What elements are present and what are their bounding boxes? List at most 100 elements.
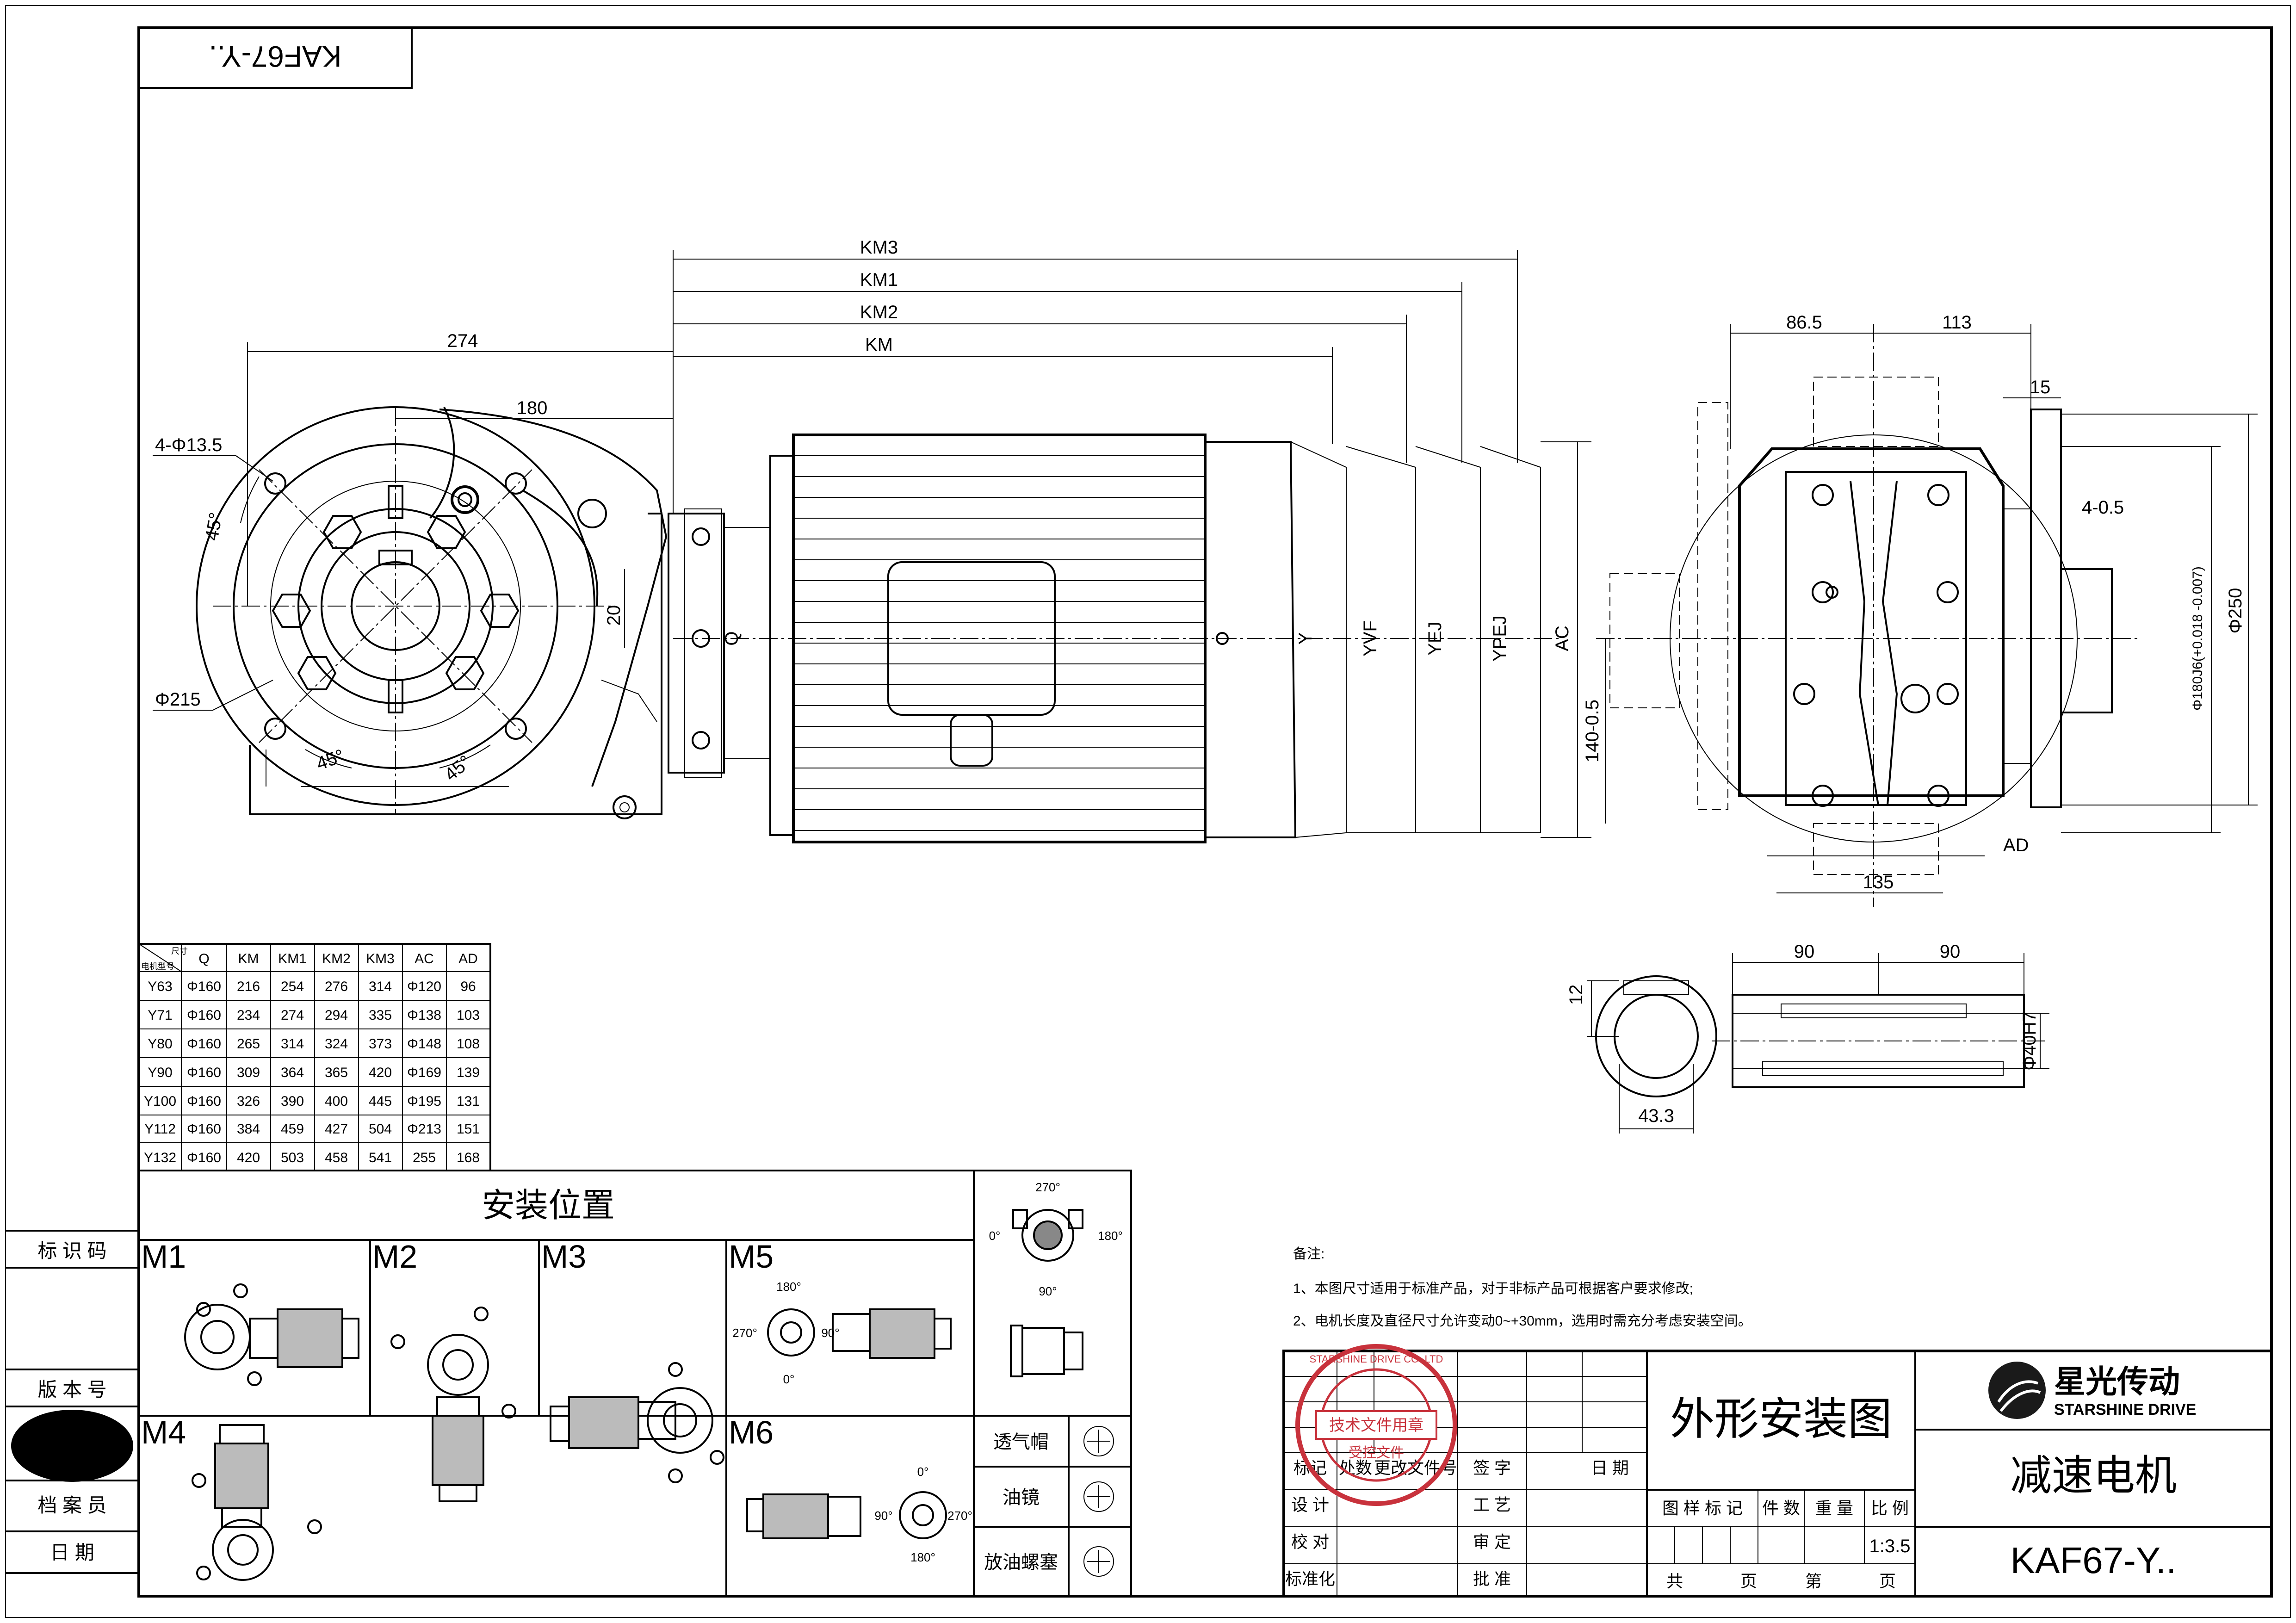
table-cell: 265 [237, 1036, 260, 1052]
table-cell: 276 [325, 979, 348, 994]
m4-sketch [192, 1424, 322, 1581]
table-cell: Y63 [148, 979, 172, 994]
table-cell: Φ160 [187, 1008, 221, 1023]
table-cell: 459 [281, 1121, 304, 1137]
table-cell: Φ160 [187, 1150, 221, 1165]
dim-phi180: Φ180J6(+0.018 -0.007) [2190, 566, 2205, 711]
notes: 备注: 1、本图尺寸适用于标准产品，对于非标产品可根据客户要求修改; 2、电机长… [1293, 1246, 1752, 1329]
table-corner-top: 尺寸 [171, 947, 188, 956]
orientation-sketch [1010, 1209, 1083, 1377]
legend-oil-sight: 油镜 [1003, 1487, 1040, 1508]
table-cell: 139 [457, 1065, 480, 1080]
m3-sketch [550, 1362, 724, 1483]
dim-pcd: Φ215 [155, 689, 201, 710]
dim-90-left: 90 [1794, 942, 1815, 962]
table-cell: Y100 [144, 1094, 176, 1109]
tb-design: 设 计 [1291, 1495, 1329, 1514]
table-cell: 335 [369, 1008, 392, 1023]
table-cell: Y80 [148, 1036, 172, 1052]
m6-angle-top: 0° [917, 1465, 929, 1479]
m6-angle-right: 270° [947, 1509, 972, 1523]
table-cell: Φ160 [187, 1121, 221, 1137]
table-cell: 373 [369, 1036, 392, 1052]
tb-footer-total: 共 [1666, 1572, 1683, 1591]
table-header: AD [458, 951, 478, 966]
product-name: 减速电机 [2010, 1453, 2177, 1499]
label-date: 日 期 [50, 1542, 94, 1563]
table-cell: 314 [281, 1036, 304, 1052]
table-cell: 445 [369, 1094, 392, 1109]
m5-angle-left: 270° [732, 1326, 757, 1340]
table-cell: 400 [325, 1094, 348, 1109]
table-cell: 234 [237, 1008, 260, 1023]
title-block: 标记 处数 更改文件号 签 字 日 期 设 计 工 艺 校 对 审 定 标准化 … [1282, 1344, 2273, 1598]
dim-4-0-5: 4-0.5 [2082, 497, 2124, 518]
tb-process: 工 艺 [1473, 1495, 1511, 1514]
model-number: KAF67-Y.. [2011, 1540, 2177, 1581]
table-cell: 108 [457, 1036, 480, 1052]
label-id-code: 标 识 码 [37, 1240, 106, 1262]
table-header: KM [238, 951, 259, 966]
top-title-text: KAF67-Y.. [209, 40, 342, 73]
table-cell: 420 [237, 1150, 260, 1165]
company-name-cn: 星光传动 [2054, 1364, 2180, 1400]
dim-180: 180 [517, 398, 548, 418]
m5-angle-bottom: 0° [783, 1372, 795, 1386]
stamp-main: 技术文件用章 [1329, 1417, 1423, 1434]
dim-holes: 4-Φ13.5 [155, 435, 222, 455]
tb-footer-page2: 页 [1879, 1572, 1896, 1591]
dim-135: 135 [1863, 872, 1894, 892]
pos-m3: M3 [541, 1239, 586, 1275]
table-cell: Φ160 [187, 979, 221, 994]
table-cell: 503 [281, 1150, 304, 1165]
table-header: KM2 [322, 951, 351, 966]
label-version: 版 本 号 [37, 1379, 106, 1400]
dim-km: KM [865, 335, 893, 355]
mounting-title: 安装位置 [482, 1187, 615, 1224]
tb-grid-mark: 图 样 标 记 [1662, 1499, 1743, 1518]
dim-113: 113 [1942, 312, 1972, 333]
table-cell: 216 [237, 979, 260, 994]
dim-90-right: 90 [1940, 942, 1961, 962]
table-cell: 504 [369, 1121, 392, 1137]
table-header: KM1 [278, 951, 307, 966]
angle-45-bottom-left: 45° [314, 745, 347, 774]
tb-grid-qty: 件 数 [1762, 1499, 1800, 1518]
table-cell: Φ138 [407, 1008, 441, 1023]
table-cell: 541 [369, 1150, 392, 1165]
m6-angle-bottom: 180° [910, 1550, 935, 1564]
spec-table: 尺寸 电机型号 Q KM KM1 KM2 KM3 AC AD Y63 Φ160 … [138, 943, 491, 1171]
dim-ac: AC [1552, 626, 1572, 651]
m2-sketch [390, 1307, 516, 1502]
table-cell: 458 [325, 1150, 348, 1165]
table-cell: Y132 [144, 1150, 176, 1165]
dim-43-3: 43.3 [1638, 1106, 1674, 1126]
dim-yej: YEJ [1425, 621, 1445, 655]
angle-45-left: 45° [202, 511, 227, 542]
left-strip: 标 识 码 版 本 号 档 案 员 日 期 [6, 1230, 139, 1574]
notes-line-1: 1、本图尺寸适用于标准产品，对于非标产品可根据客户要求修改; [1293, 1281, 1693, 1296]
table-cell: 427 [325, 1121, 348, 1137]
m1-sketch [184, 1283, 359, 1386]
tb-header-count: 处数 [1339, 1458, 1372, 1477]
controlled-stamp: 技术文件用章 受控文件 STARSHINE DRIVE CO.,LTD [1295, 1344, 1457, 1506]
table-cell: 326 [237, 1094, 260, 1109]
label-archivist: 档 案 员 [37, 1494, 106, 1516]
notes-line-2: 2、电机长度及直径尺寸允许变动0~+30mm，选用时需充分考虑安装空间。 [1293, 1313, 1752, 1329]
dim-ad: AD [2003, 835, 2029, 855]
tb-standard: 标准化 [1285, 1569, 1335, 1588]
table-cell: 294 [325, 1008, 348, 1023]
tb-header-sign: 签 字 [1473, 1458, 1511, 1477]
pos-m2: M2 [372, 1239, 417, 1275]
table-cell: Φ160 [187, 1036, 221, 1052]
version-oval [11, 1410, 133, 1482]
m5-angle-top: 180° [776, 1280, 801, 1294]
dim-phi40: Φ40H7 [2019, 1011, 2040, 1071]
table-rows: Y63 Φ160 216 254 276 314 Φ120 96 Y71 Φ16… [144, 979, 480, 1165]
dim-140: 140-0.5 [1582, 700, 1603, 762]
tb-review: 审 定 [1473, 1532, 1511, 1551]
dim-ypej: YPEJ [1490, 615, 1510, 662]
table-cell: Φ160 [187, 1094, 221, 1109]
table-cell: 168 [457, 1150, 480, 1165]
